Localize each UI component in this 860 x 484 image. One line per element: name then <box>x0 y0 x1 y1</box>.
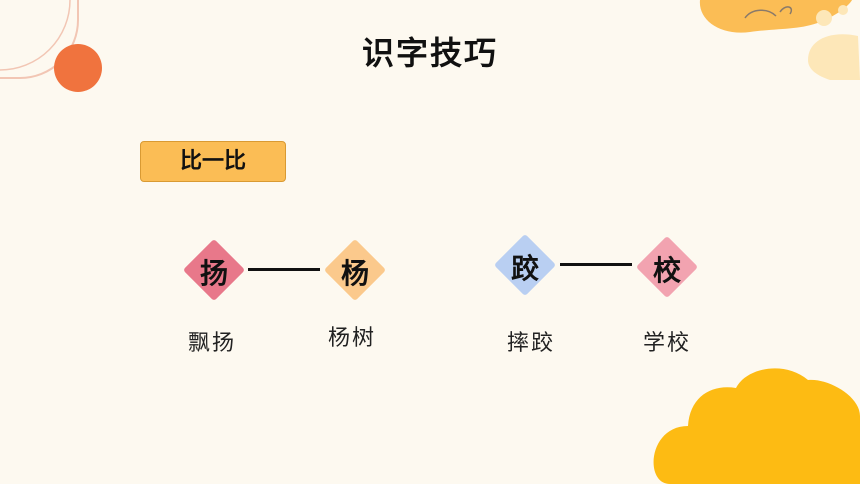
orange-circle-decoration <box>54 44 102 92</box>
word-xuexiao: 学校 <box>642 331 691 356</box>
connector-line <box>560 263 632 266</box>
top-right-blob-decoration <box>699 0 860 80</box>
word-yangshu: 杨树 <box>327 326 376 351</box>
word-shuaijiao: 摔跤 <box>506 331 555 356</box>
word-piaoyang: 飘扬 <box>187 331 236 356</box>
compare-badge: 比一比 <box>140 141 286 182</box>
char-yang-hand: 扬 <box>199 257 228 290</box>
char-yang-tree: 杨 <box>340 257 369 290</box>
connector-line <box>248 268 320 271</box>
char-jiao-foot: 跤 <box>510 252 539 285</box>
char-xiao: 校 <box>652 254 681 287</box>
yellow-cloud-decoration <box>653 368 860 484</box>
page-title: 识字技巧 <box>361 34 498 72</box>
